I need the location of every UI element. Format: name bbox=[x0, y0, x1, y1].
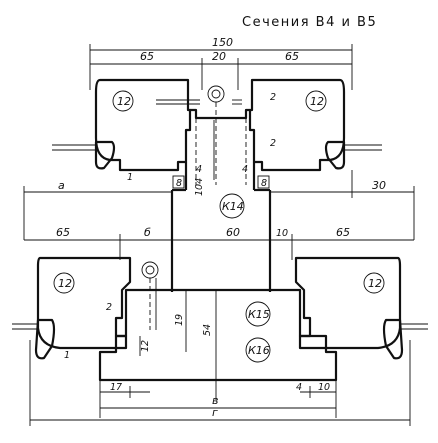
marker-8-right: 8 bbox=[257, 175, 270, 189]
panel-bottom-right bbox=[294, 256, 428, 360]
svg-text:К14: К14 bbox=[222, 200, 244, 213]
dim-4-bottom: 4 bbox=[296, 382, 302, 393]
circle-12-bottom-left: 12 bbox=[53, 272, 75, 294]
dim-4-left: 4 bbox=[196, 164, 202, 175]
panel-top-right bbox=[248, 78, 382, 172]
dim-b: б bbox=[144, 226, 151, 239]
dim-2-bottom-left: 2 bbox=[106, 302, 112, 313]
drawing-title: Сечения В4 и В5 bbox=[242, 15, 377, 30]
middle-dimension-lines bbox=[24, 234, 414, 260]
dim-60: 60 bbox=[226, 226, 240, 239]
svg-text:12: 12 bbox=[368, 277, 382, 290]
dim-10-mid: 10 bbox=[276, 228, 288, 239]
dim-10-bottom: 10 bbox=[318, 382, 330, 393]
dim-17: 17 bbox=[110, 382, 122, 393]
dim-104: 104 bbox=[194, 178, 205, 196]
circle-12-top-right: 12 bbox=[305, 90, 327, 112]
svg-text:8: 8 bbox=[261, 178, 267, 189]
panel-bottom-left bbox=[12, 256, 132, 360]
svg-text:12: 12 bbox=[58, 277, 72, 290]
marker-12-bottom: 12 bbox=[139, 336, 151, 356]
dim-20: 20 bbox=[212, 50, 226, 63]
circle-12-bottom-right: 12 bbox=[363, 272, 385, 294]
dim-4-right: 4 bbox=[242, 164, 248, 175]
svg-text:К15: К15 bbox=[248, 308, 270, 321]
dim-2-top-right: 2 bbox=[270, 92, 276, 103]
dim-150: 150 bbox=[212, 36, 233, 49]
dim-v: в bbox=[212, 394, 218, 407]
svg-text:12: 12 bbox=[310, 95, 324, 108]
dim-1-bottom-left: 1 bbox=[64, 350, 70, 361]
marker-8-left: 8 bbox=[172, 175, 185, 189]
top-dimension-lines bbox=[89, 44, 353, 90]
dim-65-mid-left: 65 bbox=[56, 226, 70, 239]
dim-2-right-mid: 2 bbox=[270, 138, 276, 149]
circle-k16: К16 bbox=[245, 337, 271, 363]
dim-g: г bbox=[212, 406, 218, 419]
panel-top-left bbox=[52, 78, 192, 172]
dim-1-top-left: 1 bbox=[127, 172, 133, 183]
anchor-bolt-bottom bbox=[141, 261, 159, 330]
svg-text:8: 8 bbox=[176, 178, 182, 189]
dim-65-top-left: 65 bbox=[140, 50, 154, 63]
bottom-dimension-lines bbox=[29, 340, 411, 426]
dim-19: 19 bbox=[174, 314, 185, 326]
circle-12-top-left: 12 bbox=[112, 90, 134, 112]
circle-k14: К14 bbox=[219, 193, 245, 219]
dim-65-mid-right: 65 bbox=[336, 226, 350, 239]
circle-k15: К15 bbox=[245, 301, 271, 327]
dim-a: а bbox=[58, 179, 65, 192]
svg-text:К16: К16 bbox=[248, 344, 270, 357]
svg-text:12: 12 bbox=[140, 340, 151, 352]
anchor-bolt-top bbox=[156, 85, 242, 105]
dim-65-top-right: 65 bbox=[285, 50, 299, 63]
svg-text:12: 12 bbox=[117, 95, 131, 108]
dims-a-30-lines bbox=[23, 170, 415, 240]
dim-30: 30 bbox=[372, 179, 386, 192]
dim-54: 54 bbox=[202, 324, 213, 336]
